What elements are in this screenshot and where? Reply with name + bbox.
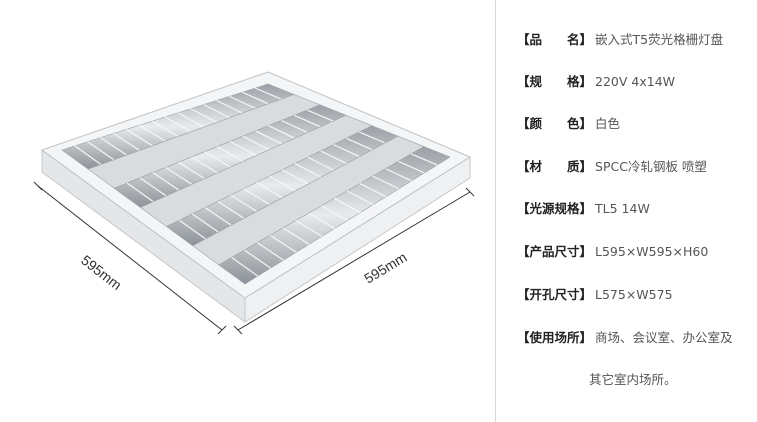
louver-blade <box>203 151 231 168</box>
louver-blade <box>244 249 271 269</box>
louver-blade <box>217 200 245 219</box>
louver-blade <box>216 99 243 114</box>
louver-blade <box>359 183 387 198</box>
spec-label: 【品 名】 <box>517 32 593 47</box>
louver-blade <box>165 166 193 185</box>
louver-blade <box>74 145 102 165</box>
dimension-label-right: 595mm <box>361 249 409 287</box>
louver-blade <box>230 194 258 212</box>
spec-value: 220V 4x14W <box>595 74 676 89</box>
spec-value: 白色 <box>595 116 621 131</box>
spec-row: 【光源规格】TL5 14W <box>517 199 650 219</box>
louver-blade <box>294 114 321 128</box>
louver-blade <box>307 156 335 171</box>
louver-blade <box>410 153 438 166</box>
louver-blade <box>256 242 284 261</box>
spec-row: 【材 质】SPCC冷轧钢板 喷塑 <box>517 157 707 177</box>
louver-blade <box>306 109 334 122</box>
spec-value: L595×W595×H60 <box>595 244 709 259</box>
louver-blade <box>216 146 244 162</box>
louver-blade <box>100 137 128 156</box>
louver-blade <box>243 188 271 206</box>
spec-row: 【颜 色】白色 <box>517 114 620 134</box>
louver-blade <box>113 132 140 151</box>
louver-blade <box>333 144 360 158</box>
spec-row: 【产品尺寸】L595×W595×H60 <box>517 242 708 262</box>
dimension-lines <box>33 181 475 335</box>
louver-blade <box>358 131 386 144</box>
spec-label: 【规 格】 <box>517 74 593 89</box>
spec-label: 【开孔尺寸】 <box>517 287 593 302</box>
louver-blade <box>126 182 154 203</box>
spec-value: 商场、会议室、办公室及 <box>595 330 733 345</box>
louver-channel <box>218 146 451 285</box>
spec-row: 【规 格】220V 4x14W <box>517 72 675 92</box>
louver-blade <box>346 137 373 151</box>
louver-blade <box>191 156 218 174</box>
louver-blade <box>281 119 308 134</box>
vertical-divider <box>495 0 496 422</box>
spec-value: 嵌入式T5荧光格栅灯盘 <box>595 32 724 47</box>
louver-blade <box>281 169 309 185</box>
dimension-label-left: 595mm <box>78 252 125 293</box>
louver-blade <box>151 120 179 137</box>
louver-blade <box>346 190 374 206</box>
louver-blade <box>254 87 282 100</box>
louver-blade <box>87 141 115 161</box>
spec-row: 【使用场所】商场、会议室、办公室及 <box>517 328 733 348</box>
louver-blade <box>268 175 296 192</box>
louver-blade <box>138 124 166 142</box>
spec-label: 【光源规格】 <box>517 201 593 216</box>
louver-blade <box>242 91 269 105</box>
louver-blade <box>191 213 219 233</box>
louver-blade <box>152 172 180 191</box>
louver-blade <box>178 161 205 180</box>
louver-blade <box>231 256 259 277</box>
louver-blade <box>229 95 256 109</box>
spec-value: L575×W575 <box>595 287 673 302</box>
louver-blade <box>256 181 283 199</box>
spec-label: 【颜 色】 <box>517 116 593 131</box>
louver-blade <box>204 207 232 226</box>
louver-blade <box>164 116 192 133</box>
louver-blade <box>294 163 322 178</box>
spec-value: TL5 14W <box>595 201 650 216</box>
louver-blade <box>255 130 283 145</box>
louver-blade <box>282 227 310 245</box>
louver-blade <box>190 108 218 123</box>
louver-blade <box>203 104 230 119</box>
louver-blade <box>179 219 206 240</box>
louver-blade <box>242 135 270 151</box>
louver-blade <box>177 112 205 128</box>
louver-blade <box>268 125 295 139</box>
troffer-light-illustration: 595mm 595mm <box>33 71 475 335</box>
louver-blade <box>385 168 412 182</box>
spec-label: 【产品尺寸】 <box>517 244 593 259</box>
louver-blade <box>139 177 167 197</box>
louver-blade <box>295 219 323 237</box>
spec-row: 【开孔尺寸】L575×W575 <box>517 285 673 305</box>
spec-continuation: 其它室内场所。 <box>589 372 677 387</box>
louver-blade <box>321 205 348 222</box>
louver-blade <box>229 140 257 157</box>
spec-value: SPCC冷轧钢板 喷塑 <box>595 159 707 174</box>
louver-blade <box>308 212 335 229</box>
spec-label: 【材 质】 <box>517 159 593 174</box>
louver-blade <box>333 197 361 214</box>
spec-row: 【品 名】嵌入式T5荧光格栅灯盘 <box>517 30 723 50</box>
louver-blade <box>126 128 153 147</box>
louver-blade <box>269 234 297 253</box>
spec-label: 【使用场所】 <box>517 330 593 345</box>
louver-blade <box>398 160 425 174</box>
louver-blade <box>372 175 400 190</box>
louver-blade <box>320 150 347 165</box>
